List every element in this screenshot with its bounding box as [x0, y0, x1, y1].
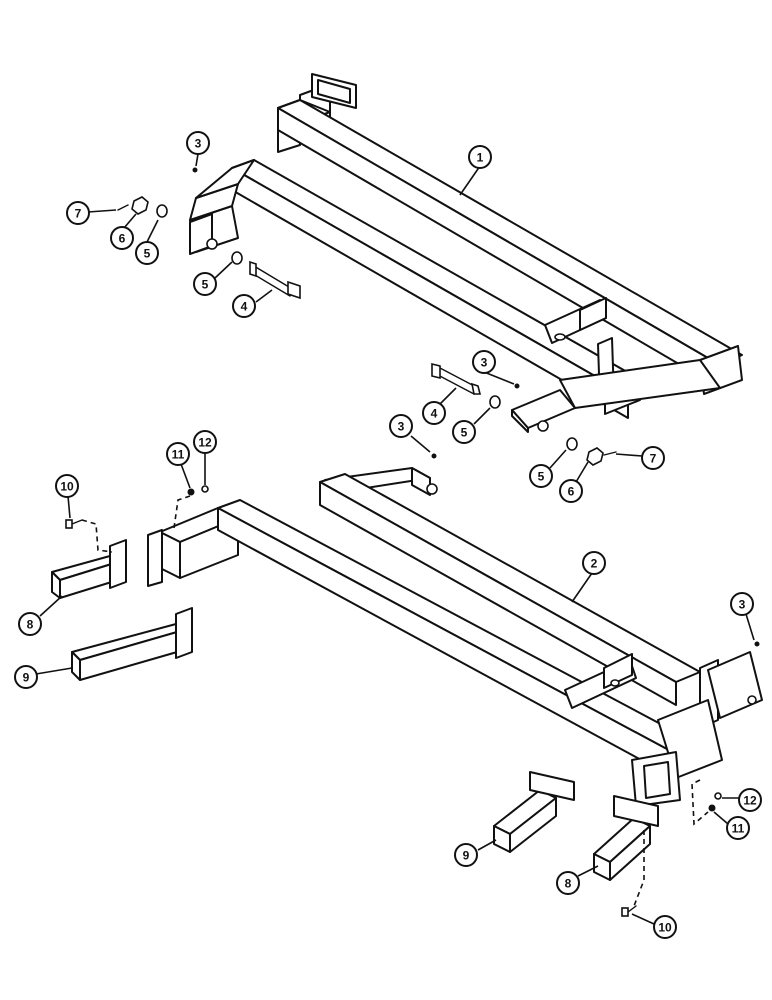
- washer-12a: [201, 485, 209, 493]
- right-tube-8: [593, 795, 659, 881]
- callout-4b-label: 4: [431, 407, 438, 421]
- callout-9b-label: 9: [463, 849, 470, 863]
- callout-5c: 5: [452, 420, 476, 444]
- nut-11b: [708, 804, 716, 812]
- callout-1: 1: [468, 145, 492, 169]
- cotter-7b: [603, 451, 617, 456]
- callout-3b-label: 3: [481, 356, 488, 370]
- washer-5b: [231, 251, 243, 265]
- left-tube-9: [71, 607, 193, 681]
- callout-12b: 12: [738, 788, 762, 812]
- callout-11a-label: 11: [172, 448, 185, 462]
- bolt-10a: [65, 519, 83, 529]
- left-tube-8: [51, 539, 127, 599]
- callout-9a: 9: [14, 665, 38, 689]
- callout-3a: 3: [186, 131, 210, 155]
- callout-3a-label: 3: [195, 137, 202, 151]
- nut-11a: [187, 488, 195, 496]
- callout-3d-label: 3: [739, 598, 746, 612]
- fitting-3b: [514, 383, 520, 389]
- callout-2-label: 2: [591, 557, 598, 571]
- callout-3c: 3: [389, 414, 413, 438]
- cotter-7a: [117, 204, 129, 211]
- callout-4b: 4: [422, 401, 446, 425]
- callout-6b-label: 6: [568, 485, 575, 499]
- callout-11b: 11: [726, 816, 750, 840]
- callout-5b: 5: [193, 272, 217, 296]
- callout-9b: 9: [454, 843, 478, 867]
- upper-frame: [189, 73, 743, 433]
- callout-6a: 6: [110, 226, 134, 250]
- callout-leaders: [35, 153, 755, 925]
- callout-4a-label: 4: [241, 300, 248, 314]
- callout-7a: 7: [66, 201, 90, 225]
- pin-4a: [249, 260, 301, 300]
- nut-6b: [586, 447, 604, 466]
- callout-5a-label: 5: [144, 247, 151, 261]
- callout-8a: 8: [18, 612, 42, 636]
- callout-2: 2: [582, 551, 606, 575]
- callout-5a: 5: [135, 241, 159, 265]
- callout-8b-label: 8: [565, 877, 572, 891]
- callout-4a: 4: [232, 294, 256, 318]
- callout-7a-label: 7: [75, 207, 82, 221]
- callout-8b: 8: [556, 871, 580, 895]
- fitting-3a: [192, 167, 198, 173]
- callout-3b: 3: [472, 350, 496, 374]
- callout-9a-label: 9: [23, 671, 30, 685]
- callout-1-label: 1: [477, 151, 484, 165]
- callout-11b-label: 11: [732, 822, 745, 836]
- callout-12a: 12: [193, 430, 217, 454]
- fitting-3c: [431, 453, 437, 459]
- callout-3c-label: 3: [398, 420, 405, 434]
- nut-6a: [131, 196, 149, 215]
- washer-5c: [489, 395, 501, 409]
- pin-4b: [431, 362, 482, 395]
- callout-5b-label: 5: [202, 278, 209, 292]
- callout-11a: 11: [166, 442, 190, 466]
- fitting-3d: [754, 641, 760, 647]
- assembly-line-c: [633, 830, 645, 907]
- lower-frame: [147, 467, 763, 807]
- callout-5d: 5: [529, 464, 553, 488]
- bolt-10b: [621, 905, 637, 917]
- callout-7b: 7: [641, 446, 665, 470]
- washer-5a: [156, 204, 168, 218]
- callout-6b: 6: [559, 479, 583, 503]
- right-tube-9: [493, 771, 575, 853]
- callout-12b-label: 12: [743, 794, 757, 808]
- callout-8a-label: 8: [27, 618, 34, 632]
- assembly-line-a: [81, 519, 113, 553]
- callout-10a-label: 10: [60, 480, 74, 494]
- callout-7b-label: 7: [650, 452, 657, 466]
- callout-3d: 3: [730, 592, 754, 616]
- washer-5d: [566, 437, 578, 451]
- callout-10b: 10: [653, 915, 677, 939]
- callout-5d-label: 5: [538, 470, 545, 484]
- washer-12b: [714, 792, 722, 800]
- callout-5c-label: 5: [461, 426, 468, 440]
- assembly-line-b: [173, 495, 191, 529]
- callout-12a-label: 12: [198, 436, 212, 450]
- assembly-line-d: [691, 779, 709, 826]
- callout-10a: 10: [55, 474, 79, 498]
- callout-6a-label: 6: [119, 232, 126, 246]
- callout-10b-label: 10: [658, 921, 672, 935]
